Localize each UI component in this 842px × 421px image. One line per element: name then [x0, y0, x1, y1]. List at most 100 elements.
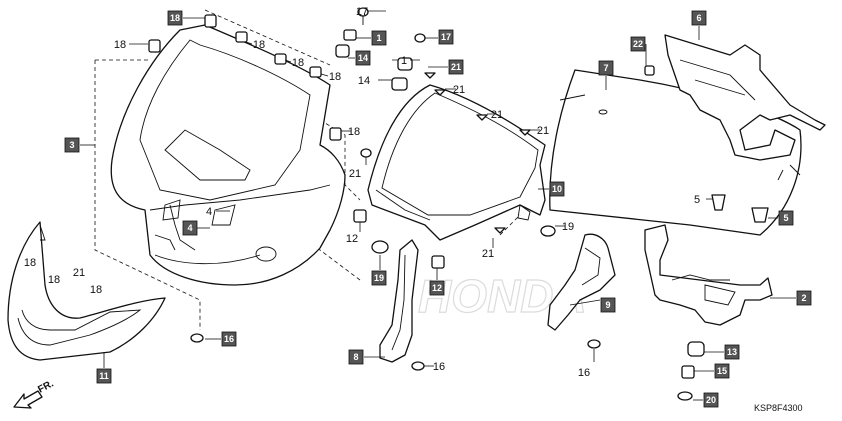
boxed-ref-b19: 19 [371, 270, 387, 286]
ref-box [96, 368, 112, 384]
ref-box [598, 60, 614, 76]
boxed-ref-b8: 8 [348, 349, 364, 365]
ref-number: 8 [353, 352, 358, 362]
ref-box [714, 363, 730, 379]
ref-number: 19 [374, 273, 384, 283]
catalog-code: KSP8F4300 [754, 403, 803, 413]
ref-number: 1 [376, 33, 381, 43]
right-bracket-part [547, 233, 616, 331]
ref-number: 17 [441, 32, 451, 42]
ref-number: 10 [552, 184, 562, 194]
ref-number: 13 [727, 347, 737, 357]
plain-ref-p16b: 16 [578, 367, 590, 379]
plain-ref-p21b: 21 [491, 109, 503, 121]
plain-ref-p19: 19 [562, 221, 574, 233]
ref-number: 3 [69, 140, 74, 150]
plain-ref-p21e: 21 [482, 248, 494, 260]
leader-lines [80, 10, 796, 401]
boxed-ref-b13: 13 [724, 344, 740, 360]
plain-ref-p18a: 18 [114, 39, 126, 51]
boxed-ref-b5: 5 [778, 210, 794, 226]
ref-number: 15 [717, 366, 727, 376]
ref-box [703, 392, 719, 408]
plain-ref-p18d: 18 [329, 71, 341, 83]
upper-stay-part [664, 34, 826, 181]
boxed-ref-b16: 16 [221, 331, 237, 347]
ref-box [778, 210, 794, 226]
ref-box [167, 10, 183, 26]
ref-number: 6 [696, 13, 701, 23]
ref-number: 14 [358, 53, 368, 63]
ref-box [630, 36, 646, 52]
boxed-ref-b10: 10 [549, 181, 565, 197]
boxed-ref-b15: 15 [714, 363, 730, 379]
ref-box [221, 331, 237, 347]
plain-ref-p14: 14 [358, 75, 370, 87]
ref-number: 7 [603, 63, 608, 73]
boxed-ref-b11: 11 [96, 368, 112, 384]
plain-ref-p18c: 18 [292, 57, 304, 69]
ref-number: 18 [170, 13, 180, 23]
plain-ref-p17: 17 [356, 6, 368, 18]
boxed-ref-b4: 4 [182, 220, 198, 236]
boxed-ref-b21: 21 [448, 59, 464, 75]
ref-number: 11 [99, 371, 109, 381]
plain-ref-p12: 12 [346, 233, 358, 245]
ref-number: 22 [633, 39, 643, 49]
ref-box [371, 270, 387, 286]
ref-number: 21 [451, 62, 461, 72]
front-label: FR. [36, 378, 56, 395]
plain-ref-p21c: 21 [537, 125, 549, 137]
boxed-ref-b3: 3 [64, 137, 80, 153]
plain-ref-p5: 5 [694, 194, 700, 206]
ref-box [438, 29, 454, 45]
plain-ref-p18g: 18 [48, 274, 60, 286]
boxed-ref-b18a: 18 [167, 10, 183, 26]
ref-box [348, 349, 364, 365]
fasteners [148, 7, 769, 401]
ref-box [691, 10, 707, 26]
front-arrow-icon [13, 390, 43, 409]
ref-box [355, 50, 371, 66]
lower-stay-part [644, 224, 773, 326]
boxed-ref-b2: 2 [796, 290, 812, 306]
boxed-ref-b22: 22 [630, 36, 646, 52]
plain-ref-p18f: 18 [24, 257, 36, 269]
ref-box [796, 290, 812, 306]
plain-ref-p18e: 18 [348, 126, 360, 138]
boxed-ref-b17: 17 [438, 29, 454, 45]
ref-number: 2 [801, 293, 806, 303]
front-direction-indicator: FR. [13, 378, 56, 409]
ref-box [371, 30, 387, 46]
plain-ref-p21f: 21 [73, 267, 85, 279]
plain-ref-p1: 1 [401, 55, 407, 67]
ref-box [429, 280, 445, 296]
plain-ref-p21d: 21 [349, 168, 361, 180]
boxed-ref-b14: 14 [355, 50, 371, 66]
ref-number: 12 [432, 283, 442, 293]
boxed-ref-b7: 7 [598, 60, 614, 76]
upper-cowl-part [110, 24, 346, 286]
lower-cowl-part [7, 221, 166, 361]
plain-ref-p18h: 18 [90, 284, 102, 296]
ref-number: 9 [605, 300, 610, 310]
ref-box [448, 59, 464, 75]
ref-number: 5 [783, 213, 788, 223]
plain-ref-p4: 4 [206, 206, 212, 218]
inner-panel-part [367, 84, 546, 241]
left-bracket-part [379, 239, 419, 363]
ref-box [724, 344, 740, 360]
ref-box [182, 220, 198, 236]
boxed-ref-b1: 1 [371, 30, 387, 46]
ref-box [549, 181, 565, 197]
ref-number: 4 [187, 223, 192, 233]
boxed-ref-b9: 9 [600, 297, 616, 313]
ref-number: 20 [706, 395, 716, 405]
plain-ref-p21a: 21 [453, 84, 465, 96]
ref-box [64, 137, 80, 153]
plain-ref-p18b: 18 [253, 39, 265, 51]
ref-number: 16 [224, 334, 234, 344]
